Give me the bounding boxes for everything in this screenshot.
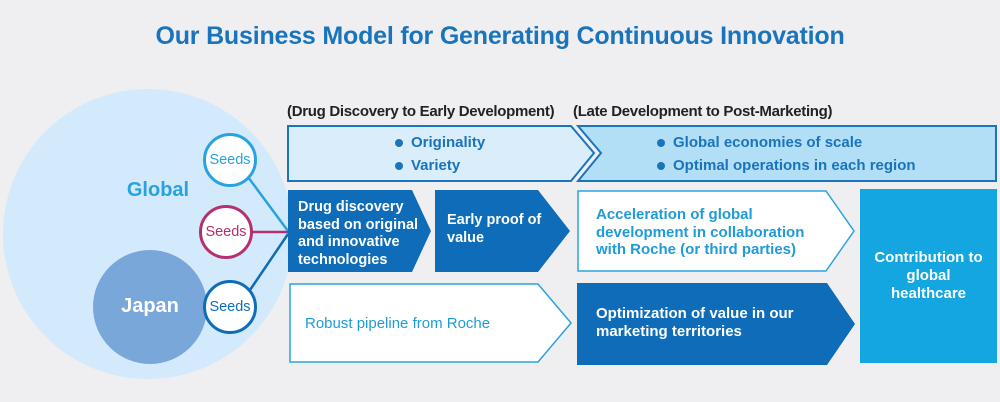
bullet-label: Variety (411, 157, 461, 174)
global-label: Global (126, 179, 190, 201)
bullet-item: Optimal operations in each region (657, 157, 916, 174)
optimization-text: Optimization of value in our marketing t… (596, 305, 794, 340)
contribution-box: Contribution to global healthcare (860, 189, 997, 363)
early-proof-text: Early proof of value (447, 212, 542, 246)
japan-label: Japan (121, 295, 179, 317)
bullet-label: Originality (411, 134, 486, 151)
bullet-item: Global economies of scale (657, 134, 916, 151)
seed-label: Seeds (209, 152, 251, 168)
drug-discovery-text: Drug discovery based on original and inn… (298, 199, 419, 268)
page-title: Our Business Model for Generating Contin… (155, 22, 845, 50)
bullet-dot-icon (395, 161, 403, 170)
acceleration-text: Acceleration of global development in co… (596, 206, 805, 258)
robust-pipeline-arrow (289, 283, 572, 363)
bullet-dot-icon (657, 161, 665, 170)
bullet-dot-icon (395, 138, 403, 147)
seed-circle-global: Seeds (203, 133, 257, 187)
early-phase-bullets: Originality Variety (395, 134, 485, 174)
bullet-label: Optimal operations in each region (673, 157, 916, 174)
bullet-item: Variety (395, 157, 485, 174)
drug-discovery-arrow (288, 190, 431, 272)
contribution-text: Contribution to global healthcare (874, 249, 983, 302)
phase-header-late: (Late Development to Post-Marketing) (573, 103, 833, 120)
robust-pipeline-text: Robust pipeline from Roche (305, 315, 491, 332)
japan-circle (93, 250, 207, 364)
phase-banner (287, 125, 997, 182)
early-proof-arrow (435, 190, 570, 272)
seed-circle-japan: Seeds (203, 280, 257, 334)
bullet-dot-icon (657, 138, 665, 147)
acceleration-arrow (577, 190, 855, 272)
late-phase-bullets: Global economies of scale Optimal operat… (657, 134, 916, 174)
phase-header-early: (Drug Discovery to Early Development) (287, 103, 555, 120)
optimization-arrow (577, 283, 855, 365)
seed-label: Seeds (209, 299, 251, 315)
bullet-item: Originality (395, 134, 485, 151)
seed-circle-partner: Seeds (199, 205, 253, 259)
seed-label: Seeds (205, 224, 247, 240)
bullet-label: Global economies of scale (673, 134, 863, 151)
